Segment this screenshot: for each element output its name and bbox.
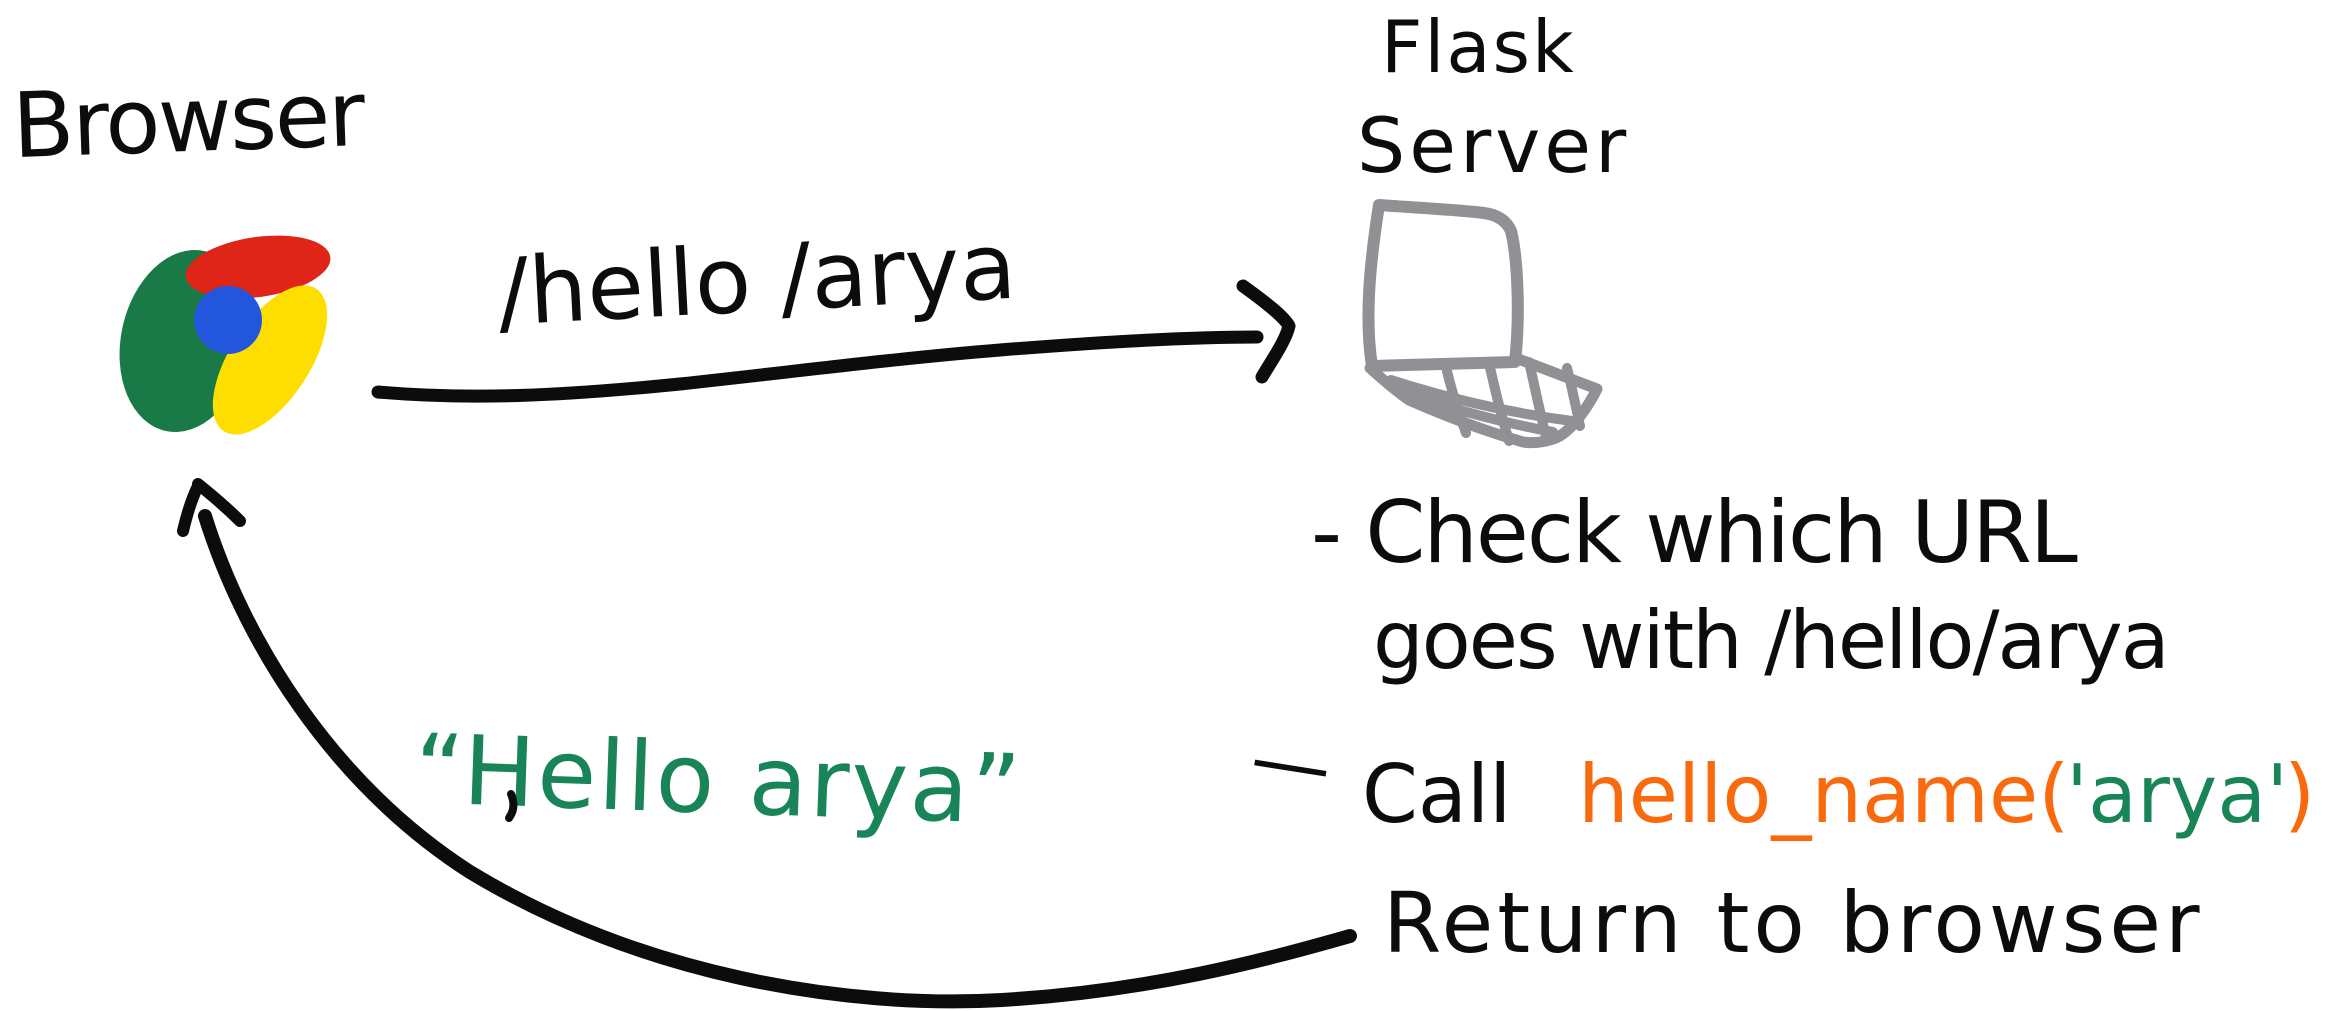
request-arrow <box>371 279 1296 403</box>
step-call-code-close-paren: ) <box>2284 748 2315 841</box>
response-arrow-head-right <box>192 478 246 527</box>
step-check-url-line2: goes with /hello/arya <box>1373 594 2168 687</box>
request-arrow-shaft <box>371 330 1264 403</box>
laptop-key-col-3 <box>1524 357 1551 442</box>
step-call-text: Call <box>1362 748 1511 841</box>
step-call-code-argument: 'arya' <box>2066 748 2288 841</box>
response-arrow-head-left <box>177 480 204 537</box>
response-arrow <box>177 478 1357 1009</box>
stray-ink-mark <box>505 790 518 822</box>
browser-label: Browser <box>11 62 367 179</box>
flask-server-label-line2: Server <box>1357 101 1630 190</box>
step-call-dash: — <box>1244 710 1338 814</box>
response-label: “Hello arya” <box>413 713 1025 846</box>
server-steps: - Check which URL goes with /hello/arya … <box>1244 483 2315 972</box>
laptop-icon <box>1362 199 1603 449</box>
request-url-label: /hello /arya <box>495 213 1018 347</box>
request-arrow-head <box>1236 279 1296 384</box>
laptop-key-col-1 <box>1442 366 1471 438</box>
chrome-logo-blue-center <box>194 286 262 354</box>
response-arrow-shaft <box>198 509 1357 1009</box>
flask-server-label-line1: Flask <box>1381 5 1576 89</box>
laptop-key-row-2 <box>1399 388 1558 437</box>
chrome-logo-red-segment <box>185 235 331 299</box>
laptop-screen <box>1362 199 1524 372</box>
step-call-code-function: hello_name( <box>1578 748 2069 841</box>
chrome-logo-yellow-segment <box>212 285 328 435</box>
laptop-key-row-1 <box>1386 375 1577 426</box>
step-return-text: Return to browser <box>1383 874 2204 972</box>
laptop-key-col-4 <box>1562 363 1585 431</box>
chrome-logo-icon <box>119 235 331 435</box>
flask-server-label: Flask Server <box>1357 5 1630 190</box>
laptop-key-col-2 <box>1484 358 1514 446</box>
step-check-url-line1: - Check which URL <box>1311 483 2078 583</box>
